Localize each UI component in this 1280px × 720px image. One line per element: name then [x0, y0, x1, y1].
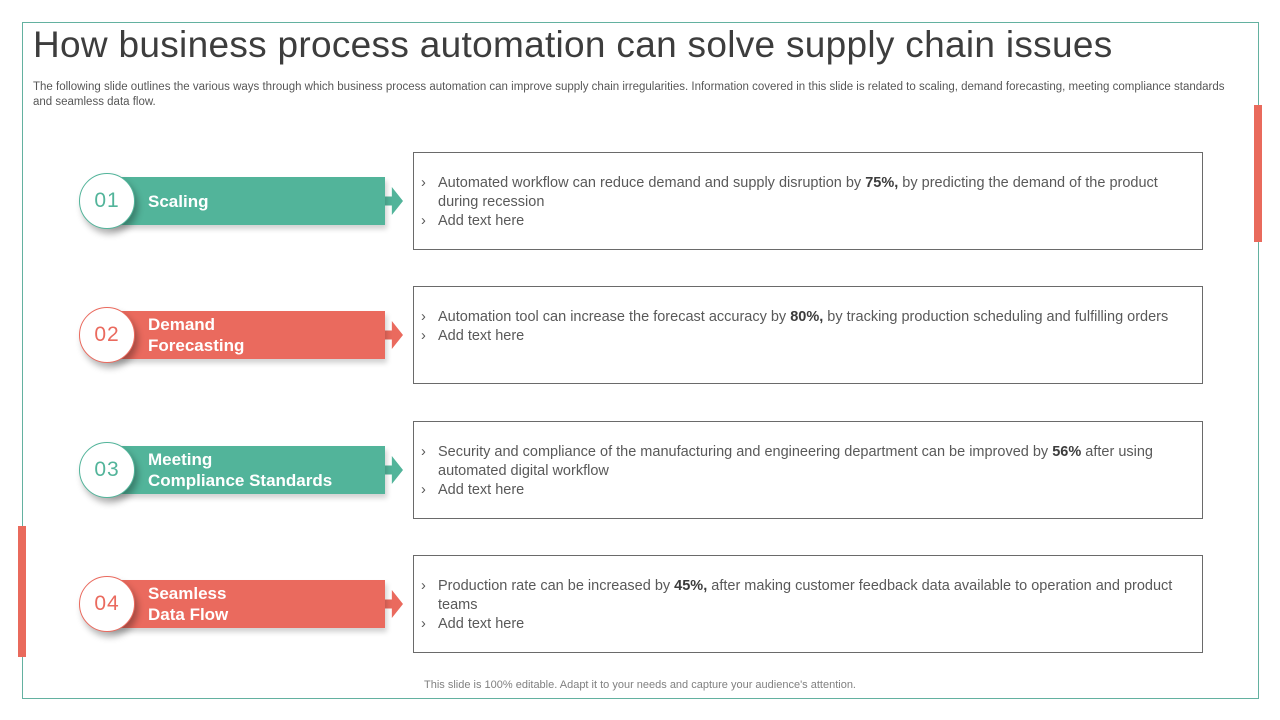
- bullet-text-pre: Add text here: [438, 616, 525, 632]
- bullet-row: › Add text here: [421, 615, 1186, 634]
- bullet-text-bold: 80%,: [790, 309, 824, 325]
- footer-note: This slide is 100% editable. Adapt it to…: [424, 679, 856, 691]
- chevron-bullet-icon: ›: [421, 175, 426, 191]
- bullet-text-bold: 75%,: [865, 175, 899, 191]
- item-number-badge: 04: [79, 576, 135, 632]
- item-number: 03: [94, 458, 120, 481]
- arrow-right-icon: [385, 456, 403, 484]
- bullet-row: › Automated workflow can reduce demand a…: [421, 174, 1186, 212]
- bullet-text-post: by predicting the demand of the product …: [438, 175, 1158, 210]
- chevron-bullet-icon: ›: [421, 616, 426, 632]
- item-label: Scaling: [148, 191, 209, 211]
- item-textbox: › Automation tool can increase the forec…: [413, 286, 1203, 384]
- item-number-badge: 02: [79, 307, 135, 363]
- bullet-text-bold: 45%,: [674, 578, 708, 594]
- item-textbox: › Production rate can be increased by 45…: [413, 555, 1203, 653]
- bullet-row: › Security and compliance of the manufac…: [421, 443, 1186, 481]
- bullet-text: Automated workflow can reduce demand and…: [438, 174, 1186, 212]
- chevron-bullet-icon: ›: [421, 578, 426, 594]
- bullet-text-pre: Automated workflow can reduce demand and…: [438, 175, 866, 191]
- bullet-text-pre: Production rate can be increased by: [438, 578, 675, 594]
- chevron-bullet-icon: ›: [421, 482, 426, 498]
- bullet-text-post: by tracking production scheduling and fu…: [823, 309, 1169, 325]
- bullet-row: › Production rate can be increased by 45…: [421, 577, 1186, 615]
- bullet-text: Add text here: [438, 212, 524, 231]
- page-title: How business process automation can solv…: [33, 24, 1113, 65]
- bullet-text: Security and compliance of the manufactu…: [438, 443, 1186, 481]
- process-item-03: Meeting Compliance Standards 03 › Securi…: [0, 421, 1280, 519]
- accent-bar-top-right: [1254, 105, 1262, 242]
- item-number: 01: [94, 189, 120, 212]
- item-number-badge: 01: [79, 173, 135, 229]
- chevron-bullet-icon: ›: [421, 309, 426, 325]
- slide-subtitle: The following slide outlines the various…: [33, 81, 1225, 108]
- item-banner: Meeting Compliance Standards: [108, 446, 385, 494]
- bullet-row: › Add text here: [421, 212, 1186, 231]
- item-number: 04: [94, 592, 120, 615]
- arrow-right-icon: [385, 187, 403, 215]
- chevron-bullet-icon: ›: [421, 328, 426, 344]
- process-item-01: Scaling 01 › Automated workflow can redu…: [0, 152, 1280, 250]
- bullet-text-pre: Security and compliance of the manufactu…: [438, 444, 1053, 460]
- bullet-text: Add text here: [438, 327, 524, 346]
- bullet-row: › Add text here: [421, 481, 1186, 500]
- item-textbox: › Automated workflow can reduce demand a…: [413, 152, 1203, 250]
- process-item-02: Demand Forecasting 02 › Automation tool …: [0, 286, 1280, 384]
- bullet-text-pre: Automation tool can increase the forecas…: [438, 309, 791, 325]
- item-textbox: › Security and compliance of the manufac…: [413, 421, 1203, 519]
- item-label: Meeting Compliance Standards: [148, 450, 333, 490]
- bullet-row: › Add text here: [421, 327, 1186, 346]
- bullet-text-pre: Add text here: [438, 482, 525, 498]
- item-number-badge: 03: [79, 442, 135, 498]
- item-banner: Seamless Data Flow: [108, 580, 385, 628]
- bullet-text-pre: Add text here: [438, 213, 525, 229]
- bullet-row: › Automation tool can increase the forec…: [421, 308, 1186, 327]
- process-item-04: Seamless Data Flow 04 › Production rate …: [0, 555, 1280, 653]
- item-label: Demand Forecasting: [148, 315, 245, 355]
- bullet-text-post: after making customer feedback data avai…: [438, 578, 1173, 613]
- bullet-text: Production rate can be increased by 45%,…: [438, 577, 1186, 615]
- accent-bar-bottom-left: [18, 526, 26, 657]
- item-label: Seamless Data Flow: [148, 584, 229, 624]
- bullet-text: Add text here: [438, 615, 524, 634]
- bullet-text-pre: Add text here: [438, 328, 525, 344]
- item-number: 02: [94, 323, 120, 346]
- bullet-text-bold: 56%: [1052, 444, 1082, 460]
- bullet-text-post: after using automated digital workflow: [438, 444, 1153, 479]
- arrow-right-icon: [385, 321, 403, 349]
- arrow-right-icon: [385, 590, 403, 618]
- item-banner: Scaling: [108, 177, 385, 225]
- bullet-text: Automation tool can increase the forecas…: [438, 308, 1168, 327]
- bullet-text: Add text here: [438, 481, 524, 500]
- chevron-bullet-icon: ›: [421, 213, 426, 229]
- item-banner: Demand Forecasting: [108, 311, 385, 359]
- chevron-bullet-icon: ›: [421, 444, 426, 460]
